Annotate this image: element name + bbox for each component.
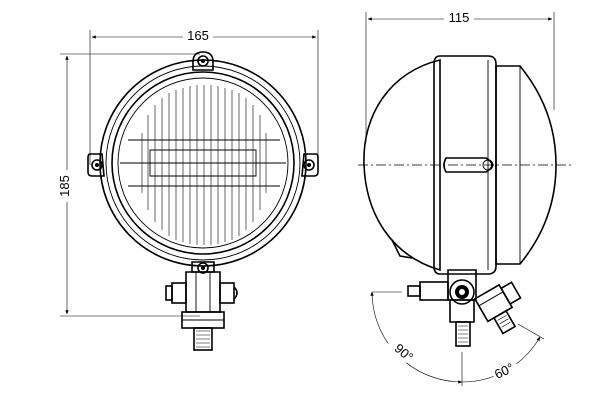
side-bezel	[433, 55, 497, 275]
rotation-angle-indicators: 90° 60°	[370, 291, 545, 386]
bottom-bracket	[165, 261, 238, 351]
depth-dimension-label: 115	[449, 10, 470, 25]
height-dimension-label: 185	[57, 175, 72, 197]
mounting-ear-left	[87, 153, 105, 177]
pivot-bracket	[407, 269, 522, 347]
lens-pattern	[120, 85, 286, 245]
mounting-ear-right	[301, 153, 319, 177]
lens-edge	[117, 77, 289, 249]
width-dimension-label: 165	[187, 28, 209, 43]
mounting-ear-top	[192, 51, 214, 71]
front-view: 165 185	[57, 28, 319, 351]
depth-dimension: 115	[365, 10, 555, 142]
side-mounting-ear	[443, 157, 493, 173]
width-dimension: 165	[89, 28, 319, 165]
height-dimension: 185	[57, 53, 200, 317]
side-view: 115	[358, 10, 572, 386]
inner-rim	[111, 71, 295, 255]
